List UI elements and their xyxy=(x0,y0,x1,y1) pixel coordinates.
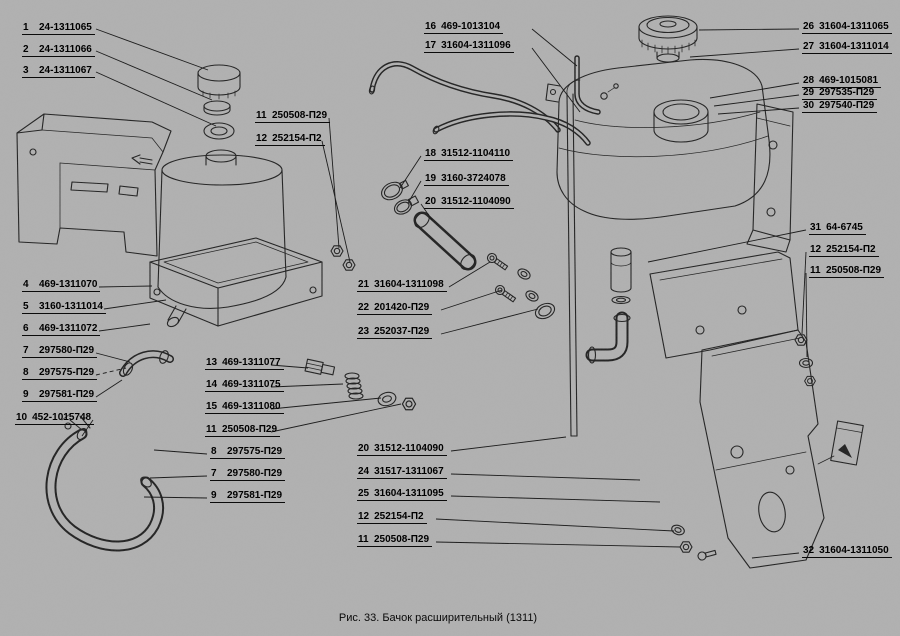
figure-caption: Рис. 33. Бачок расширительный (1311) xyxy=(338,612,538,624)
